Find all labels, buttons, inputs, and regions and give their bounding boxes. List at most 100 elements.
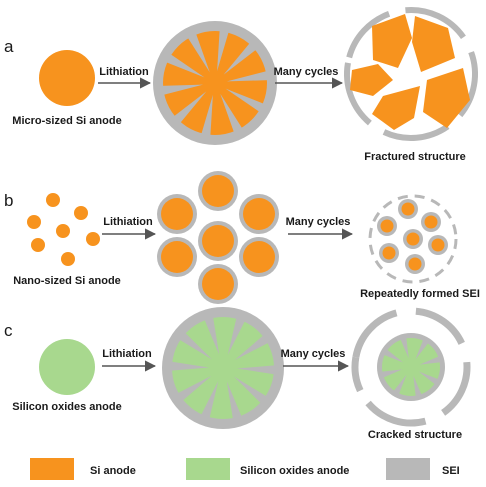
broken-sei-arcs-c (351, 307, 471, 427)
lithiated-nano-particles (157, 171, 279, 304)
cycled-particle (379, 243, 399, 263)
sei-arc-fragment (346, 11, 391, 59)
fragment-1 (372, 14, 412, 68)
legend-swatch-sei (386, 458, 430, 480)
crack-wedge (415, 338, 430, 360)
cycled-particle (403, 229, 423, 249)
crack-wedge (223, 42, 257, 75)
fractured-structure-label: Fractured structure (364, 151, 465, 163)
many-cycles-label-a: Many cycles (274, 66, 339, 78)
lithiated-oxide-particle (162, 307, 284, 429)
crack-wedge (380, 369, 403, 379)
crack-wedge (170, 361, 210, 371)
crack-wedge (413, 375, 423, 398)
nano-particle (27, 215, 41, 229)
crack-wedge (200, 381, 219, 420)
lithiated-particle (157, 237, 197, 277)
sei-arc-fragment (441, 361, 471, 416)
panel-letter-c: c (4, 321, 13, 340)
micro-anode-label: Micro-sized Si anode (12, 115, 121, 127)
crack-wedge (418, 371, 440, 386)
crack-wedge (419, 355, 442, 365)
micro-si-particle (39, 50, 95, 106)
crack-wedge (187, 32, 210, 73)
many-cycles-label-c: Many cycles (281, 348, 346, 360)
crack-wedge (225, 88, 265, 113)
legend-label-oxide: Silicon oxides anode (240, 465, 349, 477)
crack-wedge (220, 93, 243, 134)
crack-wedge (165, 53, 205, 78)
crack-wedge (392, 374, 407, 396)
many-cycles-label-b: Many cycles (286, 216, 351, 228)
nano-si-particles (27, 193, 100, 266)
internal-cracks-a (161, 29, 269, 137)
legend-item-oxide: Silicon oxides anode (186, 458, 349, 480)
lithiated-particle (239, 237, 279, 277)
crack-wedge (161, 84, 204, 96)
lithiated-micro-particle (153, 21, 277, 145)
legend-item-sei: SEI (386, 458, 460, 480)
panel-a: a Micro-sized Si anode Lithiation Many c… (4, 7, 478, 163)
nano-particle (31, 238, 45, 252)
sei-arc-fragment (457, 51, 478, 118)
legend: Si anode Silicon oxides anode SEI (30, 458, 460, 480)
fragment-2 (412, 16, 455, 72)
nano-anode-label: Nano-sized Si anode (13, 275, 121, 287)
nano-particle (86, 232, 100, 246)
sei-arc-fragment (352, 309, 398, 358)
sei-arc-fragment (351, 356, 364, 393)
panel-b: b Nano-sized Si anode Lithiation Many cy… (4, 171, 480, 304)
repeated-sei-label: Repeatedly formed SEI (360, 288, 480, 300)
dashed-sei-ring (368, 194, 458, 284)
lithiated-particle (198, 221, 238, 261)
crack-wedge (382, 348, 404, 363)
legend-item-si: Si anode (30, 458, 136, 480)
oxide-anode-label: Silicon oxides anode (12, 401, 121, 413)
cycled-particle (421, 212, 441, 232)
crack-wedge (399, 336, 409, 359)
fragment-4 (372, 86, 420, 130)
sei-arc-fragment (365, 400, 427, 427)
cycled-particle (405, 254, 425, 274)
crack-wedge (226, 381, 242, 421)
silicon-oxide-particle (39, 339, 95, 395)
nano-particle (61, 252, 75, 266)
repeated-sei-cluster (368, 194, 458, 284)
fragment-5 (350, 64, 393, 96)
crack-wedge (201, 94, 213, 137)
panel-letter-b: b (4, 191, 13, 210)
cycled-particle (377, 216, 397, 236)
cracked-oxide-particle (351, 307, 471, 427)
crack-wedge (234, 334, 270, 361)
sei-arc-fragment (405, 7, 466, 40)
legend-label-si: Si anode (90, 465, 136, 477)
legend-swatch-oxide (186, 458, 230, 480)
sei-arc-fragment (382, 123, 450, 141)
panel-letter-a: a (4, 37, 14, 56)
lithiation-label-a: Lithiation (99, 66, 149, 78)
lithiated-particle (198, 171, 238, 211)
legend-label-sei: SEI (442, 465, 460, 477)
nano-particle (56, 224, 70, 238)
internal-cracks-c (170, 315, 276, 421)
panel-c: c Silicon oxides anode Lithiation Many c… (4, 307, 471, 441)
lithiation-label-c: Lithiation (102, 348, 152, 360)
nano-particle (74, 206, 88, 220)
crack-wedge (176, 375, 212, 402)
fractured-particle (344, 7, 478, 141)
legend-swatch-si (30, 458, 74, 480)
lithiated-particle (239, 194, 279, 234)
crack-wedge (226, 70, 269, 82)
broken-sei-arcs-a (344, 7, 478, 141)
sei-arc-fragment (415, 307, 465, 345)
expanded-oxide-core (172, 317, 274, 419)
crack-wedge (234, 376, 268, 405)
fragment-3 (423, 68, 470, 128)
crack-wedge (173, 91, 207, 124)
crack-wedge (236, 365, 276, 375)
sei-arc-fragment (344, 62, 372, 126)
cracked-structure-label: Cracked structure (368, 429, 462, 441)
nano-particle (46, 193, 60, 207)
crack-wedge (178, 331, 212, 360)
